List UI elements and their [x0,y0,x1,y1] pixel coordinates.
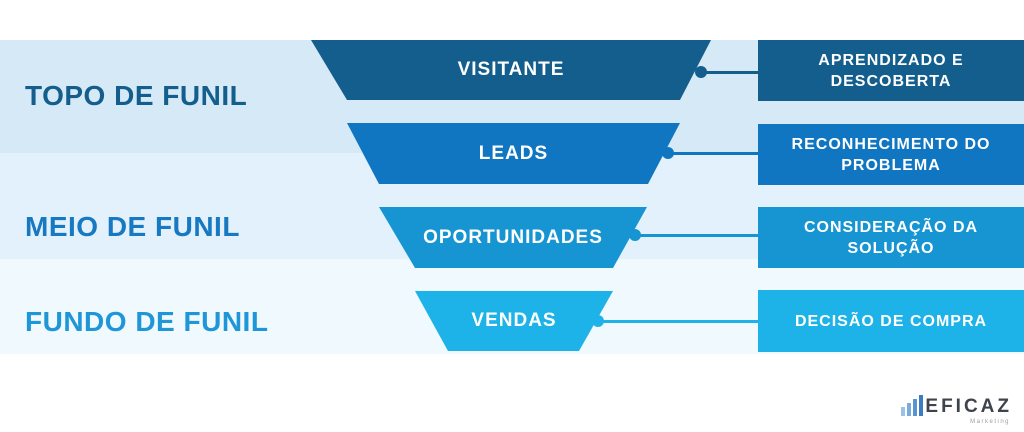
funnel-stage-vendas: VENDAS [415,291,613,351]
funnel-stage-label: OPORTUNIDADES [423,226,603,248]
stage-description-text: DECISÃO DE COMPRA [794,312,988,330]
stage-description-box-consideracao: CONSIDERAÇÃO DA SOLUÇÃO [758,207,1024,268]
funnel-stage-label: VISITANTE [457,59,565,80]
stage-description-text: APRENDIZADO E DESCOBERTA [818,51,964,90]
section-label-fundo-de-funil: FUNDO DE FUNIL [25,306,269,337]
eficaz-logo: EFICAZ Marketing [901,395,1012,425]
stage-description-text: RECONHECIMENTO DO PROBLEMA [791,135,991,174]
connector-line [668,152,758,155]
section-label-topo-de-funil: TOPO DE FUNIL [25,80,248,111]
funnel-stage-label: LEADS [478,142,549,164]
funnel-stage-visitante: VISITANTE [311,40,711,100]
connector-line [701,71,758,74]
stage-description-box-reconhecimento: RECONHECIMENTO DO PROBLEMA [758,124,1024,185]
bar-chart-icon [901,395,925,416]
stage-description-box-aprendizado: APRENDIZADO E DESCOBERTA [758,40,1024,101]
funnel-stage-label: VENDAS [471,310,557,331]
logo-brand-text: EFICAZ [925,396,1012,417]
connector-line [598,320,758,323]
funnel-stage-oportunidades: OPORTUNIDADES [379,207,647,268]
stage-description-text: CONSIDERAÇÃO DA SOLUÇÃO [803,218,979,257]
stage-description-box-decisao: DECISÃO DE COMPRA [758,290,1024,352]
funnel-stage-leads: LEADS [347,123,680,184]
connector-line [635,234,758,237]
logo-tagline-text: Marketing [970,419,1010,425]
section-label-meio-de-funil: MEIO DE FUNIL [25,211,240,242]
